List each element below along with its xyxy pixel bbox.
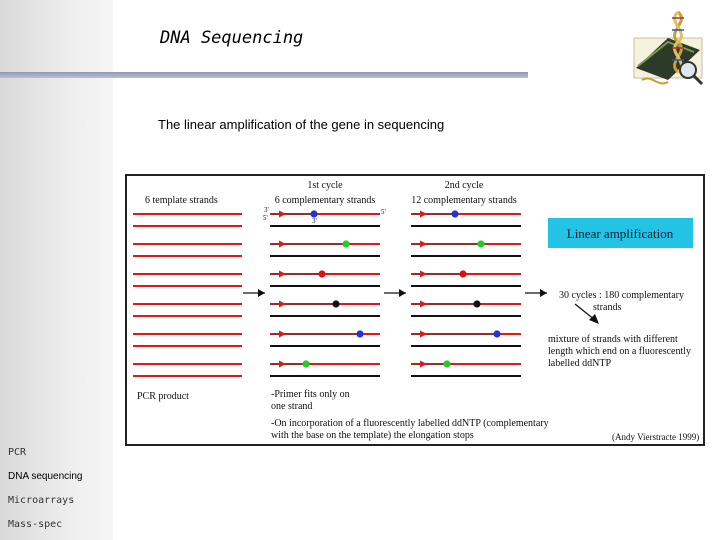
cycles-note-line1: 30 cycles : 180 complementary	[559, 290, 684, 301]
credit-label: (Andy Vierstracte 1999)	[612, 432, 699, 442]
cycles-note-line2: strands	[593, 302, 621, 313]
ddntp-terminator-dot	[342, 240, 350, 248]
second-cycle-label: 2nd cycle	[445, 180, 484, 191]
ddntp-terminator-dot	[318, 270, 326, 278]
arrow-to-mixture	[574, 303, 596, 321]
dna-logo-icon	[633, 10, 704, 86]
primer-arrowhead	[420, 330, 427, 338]
ddntp-terminator-dot	[477, 240, 485, 248]
ddntp-terminator-dot	[473, 300, 481, 308]
primer-note-line1: -Primer fits only on	[271, 389, 350, 400]
ddntp-terminator-dot	[451, 210, 459, 218]
linear-amplification-diagram: 6 template strands 1st cycle 6 complemen…	[125, 174, 705, 446]
primer-arrowhead	[279, 240, 286, 248]
primer-arrowhead	[279, 330, 286, 338]
nav-item-mass-spec[interactable]: Mass-spec	[8, 519, 63, 530]
title-underline-bar	[0, 72, 528, 78]
sidebar	[0, 0, 113, 540]
primer-arrowhead	[279, 300, 286, 308]
ddntp-terminator-dot	[332, 300, 340, 308]
incorporation-note-line2: with the base on the template) the elong…	[271, 430, 474, 441]
ddntp-terminator-dot	[459, 270, 467, 278]
primer-arrowhead	[420, 360, 427, 368]
banner-label: Linear amplification	[567, 226, 674, 241]
primer-arrowhead	[279, 270, 286, 278]
slide-title: DNA Sequencing	[160, 28, 304, 48]
arrowhead-cycle3	[540, 289, 547, 297]
primer-arrowhead	[420, 300, 427, 308]
ddntp-terminator-dot	[493, 330, 501, 338]
first-cycle-label: 1st cycle	[307, 180, 343, 191]
linear-amplification-banner	[548, 218, 693, 248]
arrowhead-cycle1	[258, 289, 265, 297]
incorporation-note-line1: -On incorporation of a fluorescently lab…	[271, 418, 549, 429]
pcr-product-label: PCR product	[137, 391, 189, 402]
end-label-3prime-dot: 3'	[312, 217, 317, 225]
primer-arrowhead	[420, 240, 427, 248]
mixture-note-line1: mixture of strands with different	[548, 334, 678, 345]
template-strands-header: 6 template strands	[145, 195, 218, 206]
end-label-5prime: 5'	[263, 214, 268, 222]
primer-arrowhead	[420, 270, 427, 278]
slide-subtitle: The linear amplification of the gene in …	[158, 117, 445, 132]
mixture-note-line3: labelled ddNTP	[548, 358, 611, 369]
primer-arrowhead	[279, 210, 286, 218]
mixture-note-line2: length which end on a fluorescently	[548, 346, 691, 357]
primer-arrowhead	[420, 210, 427, 218]
ddntp-terminator-dot	[356, 330, 364, 338]
nav-item-microarrays[interactable]: Microarrays	[8, 495, 75, 506]
first-cycle-strands-label: 6 complementary strands	[275, 195, 376, 206]
primer-arrowhead	[279, 360, 286, 368]
nav-item-pcr[interactable]: PCR	[8, 447, 27, 458]
end-label-3prime: 3'	[264, 206, 269, 214]
ddntp-terminator-dot	[443, 360, 451, 368]
second-cycle-strands-label: 12 complementary strands	[411, 195, 517, 206]
nav-item-dna-sequencing[interactable]: DNA sequencing	[8, 471, 83, 482]
arrowhead-to-mixture	[589, 314, 599, 324]
primer-note-line2: one strand	[271, 401, 312, 412]
arrowhead-cycle2	[399, 289, 406, 297]
end-label-5prime-right: 5'	[381, 208, 386, 216]
ddntp-terminator-dot	[310, 210, 318, 218]
strands-group	[133, 210, 521, 377]
ddntp-terminator-dot	[302, 360, 310, 368]
